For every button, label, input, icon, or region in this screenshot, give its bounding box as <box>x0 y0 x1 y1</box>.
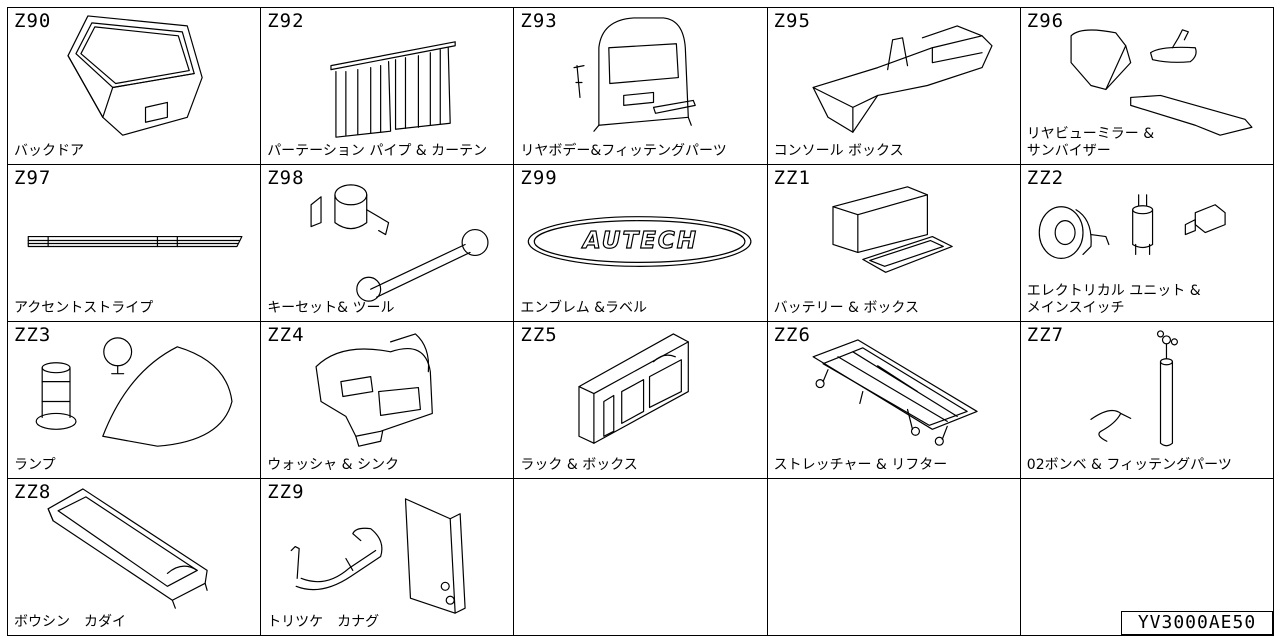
category-label: バッテリー & ボックス <box>773 300 919 316</box>
lamp-illustration <box>35 337 233 447</box>
emblem-text: AUTECH <box>582 227 698 254</box>
category-cell-z90[interactable]: Z90 バックドア <box>8 8 262 165</box>
category-label: ランプ <box>14 457 56 473</box>
category-code: ZZ2 <box>1026 167 1065 189</box>
parts-category-grid: Z90 バックドア Z92 パーテーション パイプ & カーテン Z93 <box>7 7 1274 636</box>
washer-sink-illustration <box>315 333 434 447</box>
reference-code: YV3000AE50 <box>1121 611 1273 635</box>
anti-vibration-mount-illustration <box>47 488 208 609</box>
category-cell-zz9[interactable]: ZZ9 トリツケ カナグ <box>261 479 515 636</box>
category-label: ストレッチャー & リフター <box>773 457 948 473</box>
category-cell-zz4[interactable]: ZZ4 ウォッシャ & シンク <box>261 322 515 479</box>
category-code: Z96 <box>1026 10 1065 32</box>
empty-cell <box>1020 479 1274 636</box>
category-cell-z96[interactable]: Z96 リヤビューミラー & サンバイザー <box>1020 8 1274 165</box>
category-code: ZZ8 <box>14 481 52 503</box>
category-code: ZZ4 <box>267 324 305 346</box>
category-code: ZZ9 <box>267 481 305 503</box>
back-door-illustration <box>67 15 203 136</box>
category-code: ZZ7 <box>1026 324 1065 346</box>
category-label: リヤボデー&フィッテングパーツ <box>520 143 727 159</box>
category-label: リヤビューミラー & サンバイザー <box>1026 126 1155 159</box>
category-label: ラック & ボックス <box>520 457 638 473</box>
partition-curtain-illustration <box>330 41 456 138</box>
category-label: キーセット& ツール <box>267 300 395 316</box>
empty-cell <box>514 479 768 636</box>
category-cell-zz5[interactable]: ZZ5 ラック & ボックス <box>514 322 768 479</box>
category-code: Z98 <box>267 167 305 189</box>
category-code: Z93 <box>520 10 558 32</box>
category-label: コンソール ボックス <box>773 143 904 159</box>
category-code: Z92 <box>267 10 305 32</box>
category-code: Z97 <box>14 167 52 189</box>
category-cell-zz3[interactable]: ZZ3 ランプ <box>8 322 262 479</box>
electrical-unit-illustration <box>1038 194 1226 259</box>
battery-box-illustration <box>831 186 953 273</box>
autech-emblem-illustration <box>528 216 752 267</box>
category-label: アクセントストライプ <box>14 300 154 316</box>
accent-stripe-illustration <box>27 235 243 248</box>
category-code: Z99 <box>520 167 558 189</box>
category-cell-z98[interactable]: Z98 キーセット& ツール <box>261 165 515 322</box>
key-tool-illustration <box>310 184 489 302</box>
mirror-sunvisor-illustration <box>1070 29 1253 136</box>
category-label: ボウシン カダイ <box>14 614 126 630</box>
rear-body-illustration <box>573 17 697 132</box>
category-label: トリツケ カナグ <box>267 614 380 630</box>
category-cell-zz1[interactable]: ZZ1 バッテリー & ボックス <box>767 165 1021 322</box>
rack-box-illustration <box>578 333 690 444</box>
category-code: Z95 <box>773 10 811 32</box>
category-code: ZZ3 <box>14 324 52 346</box>
oxygen-cylinder-illustration <box>1090 330 1178 447</box>
category-code: ZZ1 <box>773 167 811 189</box>
category-cell-zz6[interactable]: ZZ6 ストレッチャー & リフター <box>767 322 1021 479</box>
category-label: エンブレム &ラベル <box>520 300 648 316</box>
category-code: ZZ5 <box>520 324 558 346</box>
category-code: ZZ6 <box>773 324 811 346</box>
category-cell-z92[interactable]: Z92 パーテーション パイプ & カーテン <box>261 8 515 165</box>
category-cell-z99[interactable]: Z99 AUTECH エンブレム &ラベル <box>514 165 768 322</box>
category-cell-zz7[interactable]: ZZ7 02ボンベ & フィッテングパーツ <box>1020 322 1274 479</box>
category-label: バックドア <box>14 143 84 159</box>
category-cell-z97[interactable]: Z97 アクセントストライプ <box>8 165 262 322</box>
empty-cell <box>767 479 1021 636</box>
console-box-illustration <box>812 25 993 133</box>
mounting-bracket-illustration <box>290 498 466 614</box>
category-code: Z90 <box>14 10 52 32</box>
category-label: ウォッシャ & シンク <box>267 457 400 473</box>
category-label: パーテーション パイプ & カーテン <box>267 143 488 159</box>
stretcher-lifter-illustration <box>812 339 978 446</box>
category-cell-zz2[interactable]: ZZ2 エレクトリカル ユニット & メインスイッチ <box>1020 165 1274 322</box>
category-cell-zz8[interactable]: ZZ8 ボウシン カダイ <box>8 479 262 636</box>
category-cell-z93[interactable]: Z93 リヤボデー&フィッテングパーツ <box>514 8 768 165</box>
category-label: エレクトリカル ユニット & メインスイッチ <box>1026 283 1201 316</box>
category-cell-z95[interactable]: Z95 コンソール ボックス <box>767 8 1021 165</box>
category-label: 02ボンベ & フィッテングパーツ <box>1026 457 1232 473</box>
